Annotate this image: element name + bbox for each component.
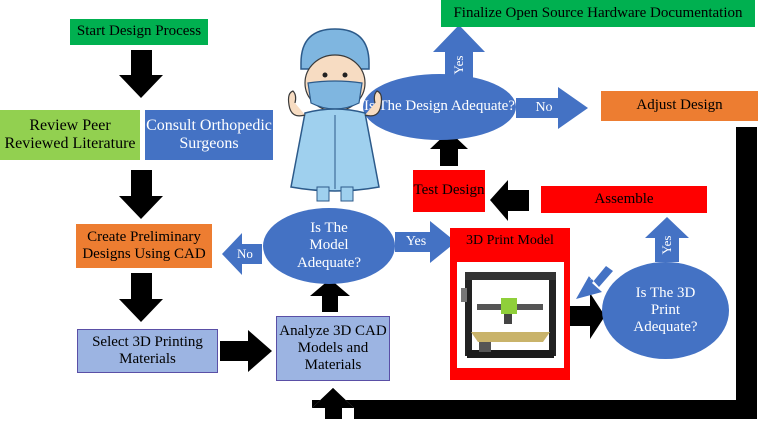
node-adjust: Adjust Design: [601, 91, 758, 121]
arrow-review-to-create: [119, 170, 163, 219]
arrow-yes-up-right: [645, 217, 689, 262]
arrow-test-to-design: [430, 131, 468, 166]
arrow-assemble-to-test: [490, 180, 529, 221]
arrow-yes-right: [395, 221, 456, 263]
node-print-adequate: Is The 3D Print Adequate?: [602, 262, 729, 359]
arrow-no-diag: [576, 266, 613, 299]
node-analyze: Analyze 3D CAD Models and Materials: [276, 316, 390, 381]
arrow-analyze-to-model: [310, 279, 350, 312]
node-create: Create Preliminary Designs Using CAD: [76, 224, 212, 268]
node-review: Review Peer Reviewed Literature: [0, 110, 140, 160]
label-yes-right: Yes: [405, 234, 427, 249]
arrow-no-left: [222, 233, 262, 275]
arrow-no-right: [516, 87, 588, 129]
arrow-start-to-review: [119, 50, 163, 98]
arrow-print-to-check: [568, 293, 605, 339]
node-start: Start Design Process: [70, 19, 208, 45]
arrow-yes-up-top: [433, 25, 485, 80]
node-design-adequate: Is The Design Adequate?: [363, 74, 516, 140]
node-select: Select 3D Printing Materials: [77, 329, 218, 373]
arrow-create-to-select: [119, 273, 163, 322]
label-yes-up-right: Yes: [659, 235, 674, 255]
node-print-model: 3D Print Model: [450, 228, 570, 380]
3d-printer-icon: [461, 272, 556, 358]
node-consult: Consult Orthopedic Surgeons: [145, 110, 273, 160]
arrow-select-to-analyze: [220, 330, 272, 372]
node-assemble: Assemble: [541, 186, 707, 213]
surgeon-illustration: [287, 28, 383, 202]
node-model-adequate: Is The Model Adequate?: [263, 208, 395, 284]
label-no-left: No: [237, 246, 253, 261]
node-finalize: Finalize Open Source Hardware Documentat…: [441, 0, 755, 27]
node-test: Test Design: [413, 170, 485, 212]
label-no-right: No: [535, 100, 553, 115]
printer-photo: [457, 262, 564, 368]
print-model-label: 3D Print Model: [466, 233, 554, 248]
